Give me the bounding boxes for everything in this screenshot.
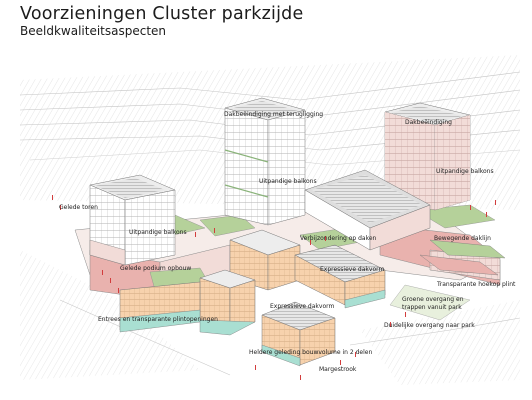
right-tower xyxy=(384,102,471,211)
central-tower xyxy=(224,97,306,226)
podium-block-front-left xyxy=(119,269,256,336)
label-margestrook: Margestrook xyxy=(319,366,357,373)
park-terraces xyxy=(389,239,506,321)
label-transparante-hoekop: Transparante hoekop plint xyxy=(437,281,516,288)
label-gelede-podiumopbouw: Gelede podium opbouw xyxy=(120,265,192,272)
label-duidelijke-overgang: Duidelijke overgang naar park xyxy=(384,322,475,329)
page-subtitle: Beeldkwaliteitsaspecten xyxy=(20,24,167,38)
page-title: Voorzieningen Cluster parkzijde xyxy=(20,4,304,24)
label-entrees: Entrees en transparante plintopeningen xyxy=(98,316,218,323)
expressive-roof-block-right xyxy=(294,244,386,309)
trees xyxy=(52,195,496,380)
label-dakbeeindiging: Dakbeëindiging xyxy=(405,119,452,126)
label-groene-overgang-2: trappen vanuit park xyxy=(402,304,462,311)
label-bewegende-daklijn: Bewegende daklijn xyxy=(434,235,491,242)
label-verbijzondering-daken: Verbijzondering op daken xyxy=(300,235,377,242)
central-hall xyxy=(304,169,431,251)
label-uitpandige-balkons-left: Uitpandige balkons xyxy=(129,229,187,236)
label-uitpandige-balkons-centre: Uitpandige balkons xyxy=(259,178,317,185)
expressive-roof-block-front xyxy=(261,301,336,367)
label-groene-overgang-1: Groene overgang en xyxy=(402,296,464,303)
label-gelede-toren: Gelede toren xyxy=(59,204,98,211)
label-expressieve-dakvorm-2: Expressieve dakvorm xyxy=(270,303,335,310)
label-uitpandige-balkons-right: Uitpandige balkons xyxy=(436,168,494,175)
label-dakbeeindiging-terugligging: Dakbeëindiging met terugligging xyxy=(224,111,324,118)
label-heldere-geleding: Heldere geleding bouwvolume in 2 delen xyxy=(249,349,373,356)
label-expressieve-dakvorm-1: Expressieve dakvorm xyxy=(320,266,385,273)
left-tower xyxy=(89,174,176,266)
